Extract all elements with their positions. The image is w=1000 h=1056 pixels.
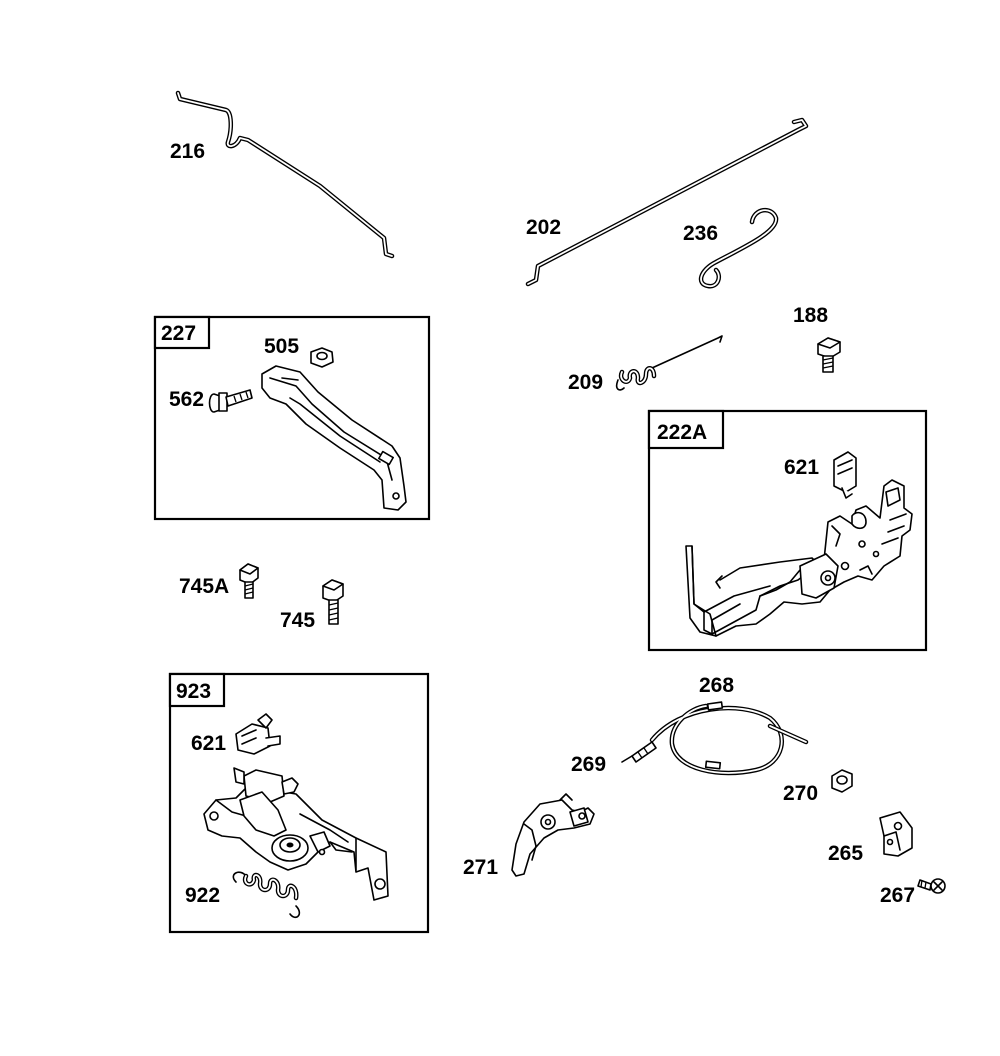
part-745-bolt (322, 579, 344, 625)
part-562-carriage-bolt (208, 389, 253, 413)
part-269-cable-end (621, 741, 657, 763)
label-745: 745 (280, 609, 315, 632)
label-236: 236 (683, 222, 718, 245)
part-505-nut (310, 347, 334, 368)
part-621-cable-clip-lower (235, 713, 281, 755)
label-923: 923 (176, 680, 211, 703)
part-265-cable-clamp (879, 811, 913, 857)
part-923-control-plate (203, 767, 389, 901)
part-745A-bolt (239, 563, 259, 599)
part-267-screw (917, 878, 946, 894)
label-745A: 745A (179, 575, 229, 598)
group-222A: 222A (647, 409, 928, 652)
part-188-flange-bolt (817, 337, 841, 373)
part-209-governor-spring (615, 335, 723, 391)
part-268-throttle-cable (649, 701, 809, 776)
label-267: 267 (880, 884, 915, 907)
label-271: 271 (463, 856, 498, 879)
label-227: 227 (161, 322, 196, 345)
part-227-control-lever (261, 365, 407, 511)
label-265: 265 (828, 842, 863, 865)
label-562: 562 (169, 388, 204, 411)
part-216-link-wire (175, 90, 395, 259)
label-202: 202 (526, 216, 561, 239)
label-505: 505 (264, 335, 299, 358)
label-216: 216 (170, 140, 205, 163)
label-922: 922 (185, 884, 220, 907)
label-270: 270 (783, 782, 818, 805)
label-188: 188 (793, 304, 828, 327)
label-269: 269 (571, 753, 606, 776)
label-209: 209 (568, 371, 603, 394)
label-222A: 222A (657, 421, 707, 444)
group-227: 227 (153, 315, 431, 521)
part-271-control-lever (511, 793, 595, 877)
label-621-lower: 621 (191, 732, 226, 755)
label-268: 268 (699, 674, 734, 697)
part-922-extension-spring (232, 871, 301, 919)
part-202-throttle-rod (525, 117, 809, 287)
part-270-nut (831, 769, 853, 793)
part-222A-control-bracket (685, 479, 913, 637)
part-236-s-hook (698, 208, 779, 289)
label-621-upper: 621 (784, 456, 819, 479)
group-923: 923 (168, 672, 430, 934)
part-621-cable-clip-upper (833, 451, 857, 499)
